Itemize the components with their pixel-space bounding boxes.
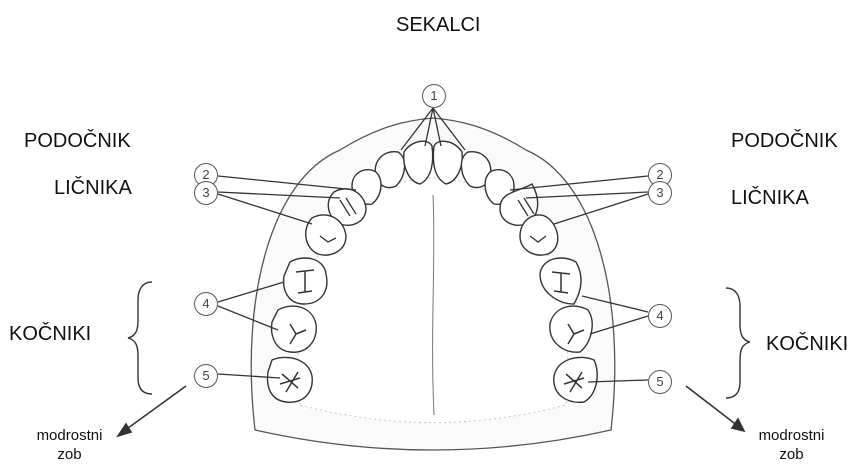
- label-canine-left: PODOČNIK: [24, 130, 131, 153]
- label-wisdom-left-line1: modrostni: [17, 426, 122, 445]
- label-molars-right: KOČNIKI: [766, 333, 848, 356]
- label-wisdom-left-line2: zob: [17, 445, 122, 464]
- marker-4-left: 4: [194, 292, 218, 316]
- label-canine-right: PODOČNIK: [731, 130, 838, 153]
- molar-tooth: [268, 357, 313, 402]
- left-brace: [128, 282, 152, 394]
- marker-5-left: 5: [194, 364, 218, 388]
- label-premolars-right: LIČNIKA: [731, 187, 809, 210]
- label-premolars-left: LIČNIKA: [54, 177, 132, 200]
- right-brace: [726, 288, 750, 398]
- label-wisdom-right-line2: zob: [739, 445, 844, 464]
- marker-3-left: 3: [194, 181, 218, 205]
- label-wisdom-right: modrostni zob: [739, 426, 844, 464]
- marker-3-right: 3: [648, 181, 672, 205]
- label-incisors: SEKALCI: [396, 14, 480, 37]
- label-molars-left: KOČNIKI: [9, 323, 91, 346]
- label-wisdom-right-line1: modrostni: [739, 426, 844, 445]
- marker-5-right: 5: [648, 370, 672, 394]
- marker-4-right: 4: [648, 304, 672, 328]
- marker-1: 1: [422, 84, 446, 108]
- label-wisdom-left: modrostni zob: [17, 426, 122, 464]
